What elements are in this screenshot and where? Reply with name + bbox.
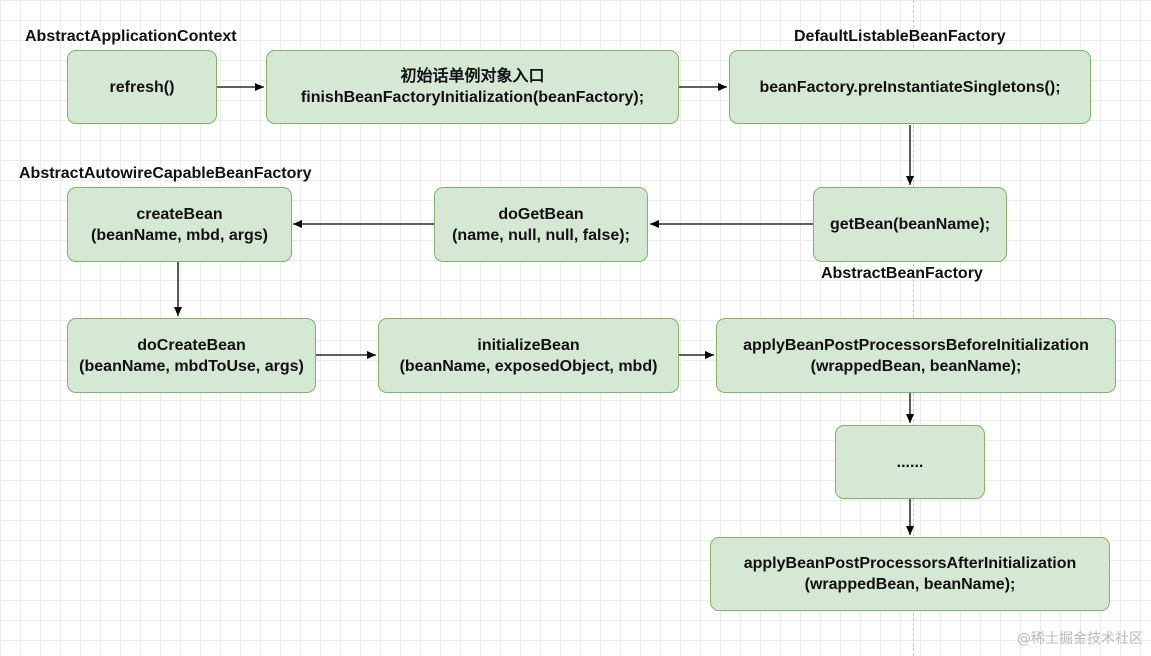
node-do-get-bean-args: (name, null, null, false); [452, 226, 630, 244]
node-refresh-text: refresh() [109, 78, 175, 96]
node-finish-title: 初始话单例对象入口 [400, 68, 545, 85]
label-abstract-autowire-capable-bean-factory: AbstractAutowireCapableBeanFactory [19, 165, 312, 182]
label-abstract-bean-factory: AbstractBeanFactory [821, 265, 983, 282]
label-abstract-application-context: AbstractApplicationContext [25, 28, 237, 45]
node-ellipsis: ...... [835, 425, 985, 499]
node-get-bean: getBean(beanName); [813, 187, 1007, 262]
node-initialize-bean-args: (beanName, exposedObject, mbd) [399, 357, 658, 375]
node-apply-before-initialization: applyBeanPostProcessorsBeforeInitializat… [716, 318, 1116, 393]
node-refresh: refresh() [67, 50, 217, 124]
node-preinstantiate-text: beanFactory.preInstantiateSingletons(); [759, 78, 1061, 96]
node-apply-before-name: applyBeanPostProcessorsBeforeInitializat… [743, 336, 1089, 354]
node-do-get-bean: doGetBean (name, null, null, false); [434, 187, 648, 262]
label-default-listable-bean-factory: DefaultListableBeanFactory [794, 28, 1006, 45]
node-do-create-bean-args: (beanName, mbdToUse, args) [79, 357, 304, 375]
node-initialize-bean: initializeBean (beanName, exposedObject,… [378, 318, 679, 393]
watermark: @稀土掘金技术社区 [1017, 631, 1143, 647]
node-pre-instantiate-singletons: beanFactory.preInstantiateSingletons(); [729, 50, 1091, 124]
node-finish-bean-factory-initialization: 初始话单例对象入口 finishBeanFactoryInitializatio… [266, 50, 679, 124]
node-ellipsis-text: ...... [896, 453, 924, 471]
node-apply-after-initialization: applyBeanPostProcessorsAfterInitializati… [710, 537, 1110, 611]
node-do-create-bean: doCreateBean (beanName, mbdToUse, args) [67, 318, 316, 393]
node-finish-call: finishBeanFactoryInitialization(beanFact… [300, 89, 645, 106]
node-do-get-bean-name: doGetBean [498, 205, 584, 223]
node-create-bean-args: (beanName, mbd, args) [91, 226, 268, 244]
node-get-bean-text: getBean(beanName); [829, 216, 991, 233]
node-do-create-bean-name: doCreateBean [137, 336, 246, 354]
node-apply-after-name: applyBeanPostProcessorsAfterInitializati… [743, 555, 1077, 572]
node-create-bean: createBean (beanName, mbd, args) [67, 187, 292, 262]
node-apply-after-args: (wrappedBean, beanName); [804, 576, 1016, 593]
node-apply-before-args: (wrappedBean, beanName); [810, 357, 1022, 375]
node-create-bean-name: createBean [136, 205, 223, 223]
node-initialize-bean-name: initializeBean [477, 336, 580, 354]
